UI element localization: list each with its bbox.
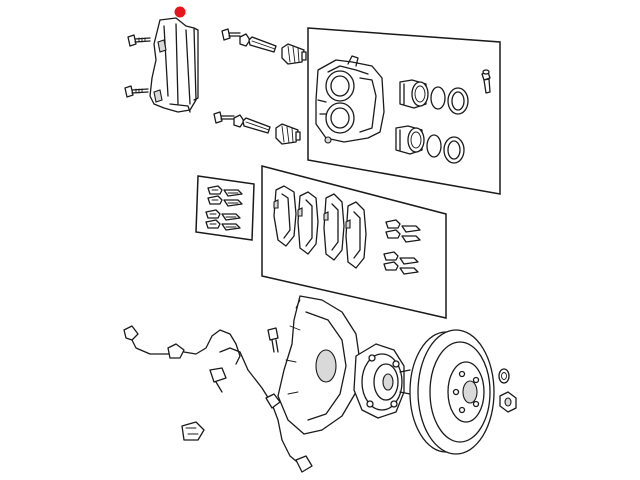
harness-clip[interactable] [181, 421, 205, 441]
hub-washer[interactable] [498, 368, 510, 384]
caliper-piston[interactable] [399, 79, 429, 109]
caliper-parts-panel [307, 27, 501, 195]
pad-clip[interactable] [385, 219, 421, 233]
pad-clip[interactable] [207, 185, 243, 197]
guide-pin-bolt[interactable] [221, 28, 241, 41]
piston-seal[interactable] [426, 134, 442, 158]
dust-shield[interactable] [277, 295, 361, 435]
bracket-bolt[interactable] [127, 34, 151, 47]
guide-pin-bolt[interactable] [213, 111, 235, 124]
wheel-speed-sensor-harness[interactable] [123, 325, 313, 473]
brake-pad[interactable] [345, 201, 367, 269]
piston-seal[interactable] [430, 86, 446, 110]
caliper-piston[interactable] [395, 125, 425, 155]
caliper-bracket[interactable] [149, 17, 199, 113]
bracket-bolt[interactable] [124, 85, 149, 98]
hub-nut[interactable] [499, 391, 517, 413]
caliper-housing[interactable] [315, 55, 385, 144]
pad-clip[interactable] [205, 209, 241, 221]
brake-rotor[interactable] [409, 329, 495, 455]
pad-clip[interactable] [383, 251, 419, 265]
pad-clip[interactable] [207, 195, 243, 207]
pad-clip[interactable] [385, 229, 421, 243]
guide-pin-boot[interactable] [275, 123, 301, 145]
pad-clip[interactable] [205, 219, 241, 231]
piston-seal[interactable] [443, 136, 465, 164]
pad-clip-panel [195, 175, 255, 241]
bleeder-screw[interactable] [481, 69, 491, 94]
brake-pad[interactable] [323, 193, 345, 261]
brake-pad[interactable] [297, 191, 319, 255]
pad-clip[interactable] [383, 261, 419, 275]
hub-bearing[interactable] [353, 343, 411, 419]
dust-shield-bolt[interactable] [267, 327, 279, 353]
brake-pad-panel [261, 165, 447, 319]
guide-pin[interactable] [239, 33, 277, 53]
guide-pin-boot[interactable] [281, 43, 307, 65]
guide-pin[interactable] [233, 114, 271, 134]
brake-pad[interactable] [273, 185, 297, 247]
piston-seal[interactable] [447, 87, 469, 115]
highlight-marker[interactable] [174, 6, 186, 18]
